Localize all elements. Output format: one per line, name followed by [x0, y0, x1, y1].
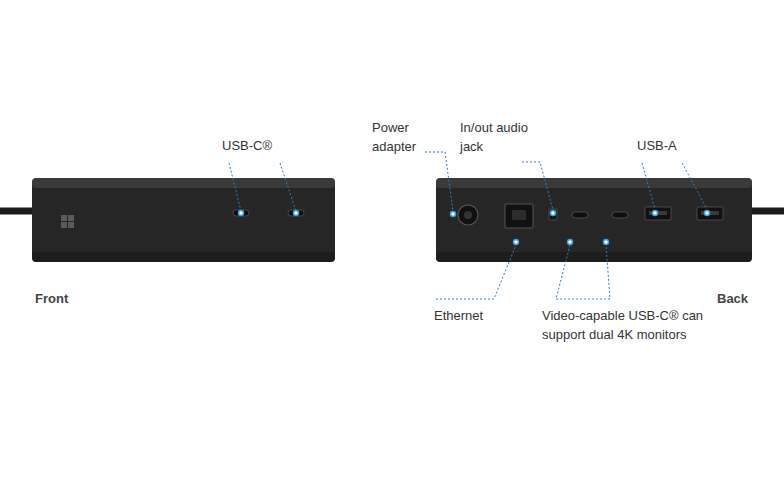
port-label: Video-capable USB-C® can support dual 4K… [542, 306, 742, 344]
port-label: Power adapter [372, 118, 430, 156]
view-label: Back [717, 289, 777, 308]
view-label: Front [35, 289, 115, 308]
port-label: USB-A [637, 136, 717, 155]
port-label: In/out audio jack [460, 118, 540, 156]
port-label: USB-C® [222, 136, 312, 155]
port-label: Ethernet [434, 306, 524, 325]
